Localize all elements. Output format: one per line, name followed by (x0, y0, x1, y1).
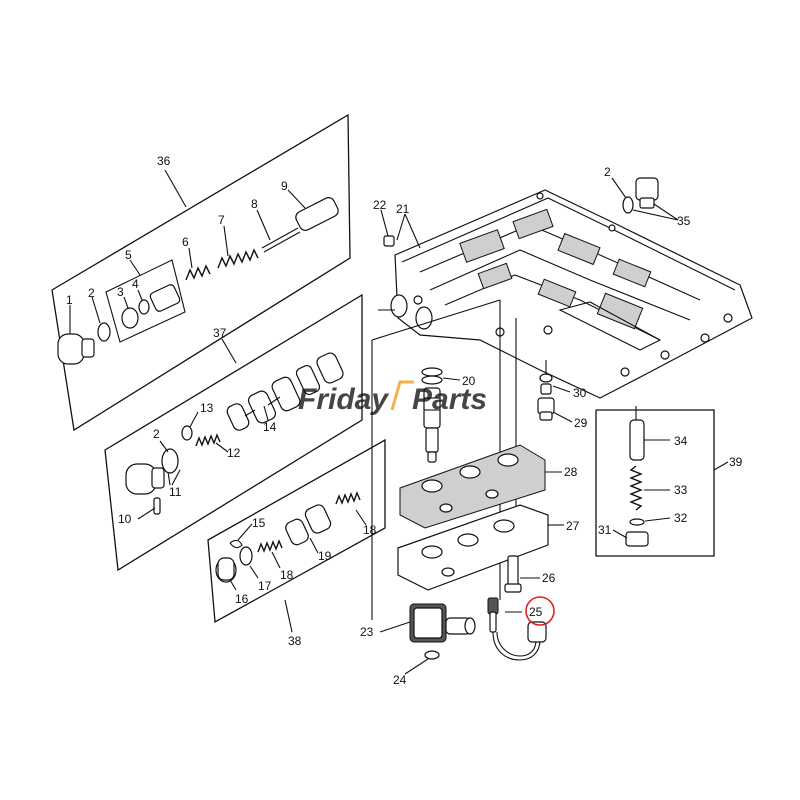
watermark-part1: Friday (298, 383, 389, 416)
fitting-29 (537, 397, 555, 421)
label-36: 36 (157, 154, 171, 168)
label-34: 34 (674, 434, 688, 448)
label-1: 1 (66, 293, 73, 307)
plug-31 (625, 531, 649, 547)
group-38-box (207, 438, 386, 633)
valve-body-housing (394, 189, 753, 399)
highlight-circle-25 (525, 596, 555, 626)
label-27: 27 (566, 519, 580, 533)
label-6: 6 (182, 235, 189, 249)
label-15: 15 (252, 516, 266, 530)
solenoid-23 (409, 603, 476, 643)
clip-15 (229, 539, 243, 549)
plunger-34 (629, 406, 645, 461)
washer-13 (181, 425, 193, 441)
spring-7 (217, 248, 259, 269)
sleeve-5 (149, 284, 181, 312)
label-33: 33 (674, 483, 688, 497)
spring-18-b (335, 491, 361, 505)
pin-8 (261, 227, 301, 253)
label-5: 5 (125, 248, 132, 262)
group-39-box (595, 409, 729, 557)
label-8: 8 (251, 197, 258, 211)
washer-32 (629, 518, 645, 526)
ring-4 (138, 299, 150, 315)
spring-6 (185, 264, 211, 281)
plug-1 (57, 333, 95, 365)
pin-10 (153, 497, 161, 515)
label-2-b: 2 (153, 427, 160, 441)
group-37-box (104, 293, 363, 572)
label-25: 25 (529, 605, 543, 619)
label-2-c: 2 (604, 165, 611, 179)
washer-24 (424, 650, 440, 660)
label-20: 20 (462, 374, 476, 388)
label-3: 3 (117, 285, 124, 299)
sensor-25 (487, 597, 547, 661)
label-31: 31 (598, 523, 612, 537)
watermark-part2: Parts (412, 383, 487, 416)
plug-35 (635, 177, 659, 209)
label-37: 37 (213, 326, 227, 340)
oring-2 (97, 322, 111, 342)
label-28: 28 (564, 465, 578, 479)
bolt-26 (504, 555, 522, 593)
fitting-30 (539, 373, 553, 395)
plate-27 (397, 504, 549, 591)
label-2-a: 2 (88, 286, 95, 300)
plunger-9 (295, 197, 339, 231)
spool-19 (285, 504, 332, 546)
washer-2-top (622, 196, 634, 214)
watermark-logo: Friday Parts (298, 380, 487, 416)
subgroup-5-box (105, 259, 186, 343)
label-16: 16 (235, 592, 249, 606)
plug-body (125, 463, 165, 495)
label-38: 38 (288, 634, 302, 648)
label-11: 11 (169, 485, 182, 499)
spring-18-a (257, 539, 283, 553)
solenoid-valve-20 (421, 367, 443, 463)
label-32: 32 (674, 511, 688, 525)
label-18-b: 18 (363, 523, 377, 537)
plug-16 (215, 557, 237, 583)
label-23: 23 (360, 625, 374, 639)
label-29: 29 (574, 416, 588, 430)
seal-ring-left (390, 294, 433, 330)
label-19: 19 (318, 549, 332, 563)
label-13: 13 (200, 401, 214, 415)
spring-12 (195, 433, 221, 447)
label-18-a: 18 (280, 568, 294, 582)
plug-2-lower (161, 448, 179, 474)
label-35: 35 (677, 214, 691, 228)
label-22: 22 (373, 198, 387, 212)
label-9: 9 (281, 179, 288, 193)
spring-33 (629, 465, 643, 511)
label-39: 39 (729, 455, 743, 469)
label-21: 21 (396, 202, 410, 216)
label-17: 17 (258, 579, 272, 593)
label-24: 24 (393, 673, 407, 687)
fitting-22 (383, 235, 395, 247)
label-10: 10 (118, 512, 132, 526)
label-30: 30 (573, 386, 587, 400)
label-4: 4 (132, 277, 139, 291)
label-26: 26 (542, 571, 556, 585)
gasket-28 (399, 444, 546, 529)
label-14: 14 (263, 420, 277, 434)
label-7: 7 (218, 213, 225, 227)
ring-17 (239, 546, 253, 566)
group-36-box (51, 113, 351, 432)
ring-3 (121, 307, 139, 329)
label-12: 12 (227, 446, 241, 460)
valve-spool-14 (226, 352, 344, 431)
